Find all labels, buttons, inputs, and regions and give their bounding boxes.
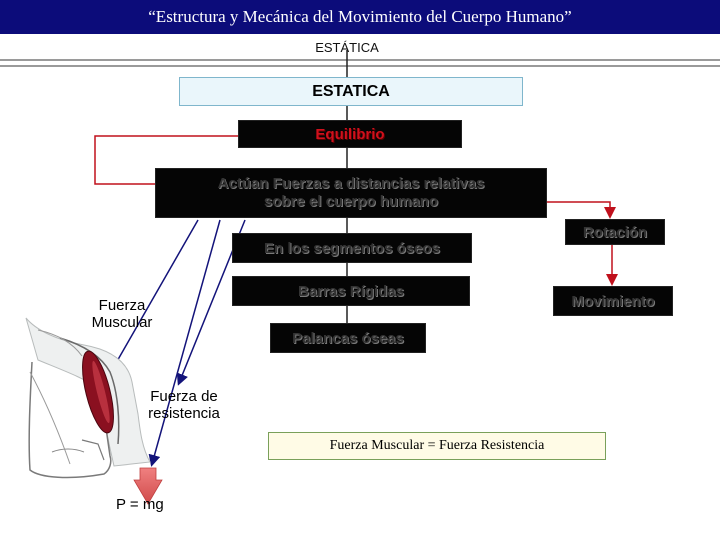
- label-fuerza-resistencia-line2: resistencia: [148, 405, 220, 423]
- arrow-to-muscle: [110, 219, 199, 373]
- label-weight: P = mg: [116, 496, 164, 513]
- label-fuerza-resistencia: Fuerza de resistencia: [136, 388, 232, 423]
- node-barras-rigidas: Barras Rígidas: [232, 276, 470, 306]
- label-fuerza-muscular-line1: Fuerza: [98, 297, 146, 314]
- title-bar: “Estructura y Mecánica del Movimiento de…: [0, 0, 720, 34]
- label-fuerza-muscular: Fuerza Muscular: [82, 297, 162, 332]
- node-movimiento: Movimiento: [553, 286, 673, 316]
- muscle-highlight: [92, 360, 110, 424]
- equation-box: Fuerza Muscular = Fuerza Resistencia: [268, 432, 606, 460]
- node-rotacion: Rotación: [565, 219, 665, 245]
- node-actuan-fuerzas: Actúan Fuerzas a distancias relativas so…: [155, 168, 547, 218]
- arrow-to-weight: [148, 219, 221, 467]
- node-estatica: ESTATICA: [179, 77, 523, 106]
- node-segmentos-oseos: En los segmentos óseos: [232, 233, 472, 263]
- rotation-connector: [547, 201, 616, 219]
- node-equilibrio: Equilibrio: [238, 120, 462, 148]
- divider-top: [0, 59, 720, 61]
- page-subtitle: ESTÁTICA: [315, 40, 379, 55]
- feedback-connector: [94, 135, 238, 185]
- label-fuerza-muscular-line2: Muscular: [91, 314, 153, 332]
- node-actuan-line2: sobre el cuerpo humano: [263, 193, 439, 210]
- divider-bottom: [0, 65, 720, 67]
- weight-arrow-icon: [133, 467, 163, 505]
- label-fuerza-resistencia-line1: Fuerza de: [150, 388, 218, 405]
- node-actuan-line1: Actúan Fuerzas a distancias relativas: [217, 175, 485, 192]
- page-title: “Estructura y Mecánica del Movimiento de…: [148, 7, 572, 26]
- node-palancas-oseas: Palancas óseas: [270, 323, 426, 353]
